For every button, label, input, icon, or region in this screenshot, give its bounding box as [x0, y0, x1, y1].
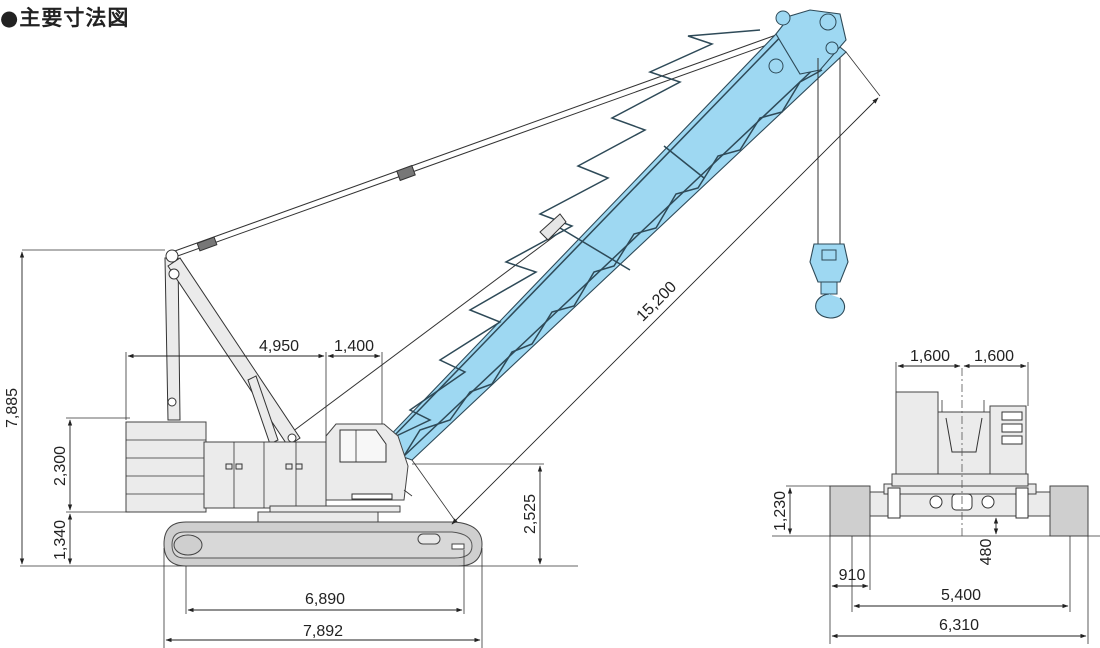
dim-track-length: 7,892	[303, 623, 343, 640]
right-crawler	[1049, 485, 1089, 537]
carbody	[869, 483, 1051, 519]
page-title: ●主要寸法図	[0, 6, 130, 30]
dim-boom-foot-offset: 1,400	[334, 338, 374, 355]
dim-half-width-right: 1,600	[974, 348, 1014, 365]
dim-lower-height: 1,340	[52, 520, 69, 560]
hook-block	[809, 58, 849, 319]
rear-view: 1,600 1,600 1,230 480 910 5,400 6,310	[772, 348, 1100, 644]
gantry	[164, 249, 301, 447]
dim-tail-to-boom-foot: 4,950	[259, 338, 299, 355]
rear-dimensions: 1,600 1,600 1,230 480 910 5,400 6,310	[772, 348, 1089, 644]
dim-boom-length: 15,200	[634, 278, 681, 325]
dim-ground-clearance: 480	[978, 539, 995, 566]
dim-track-gauge: 5,400	[941, 587, 981, 604]
dim-boom-foot-height: 2,525	[522, 494, 539, 534]
dim-half-width-left: 1,600	[910, 348, 950, 365]
side-view: 7,885 2,300 1,340 2,525 4,950 1,400 15,2…	[4, 9, 881, 648]
upper-structure-rear	[891, 391, 1029, 487]
upper-structure	[125, 421, 413, 513]
crawler-track	[163, 511, 483, 567]
dim-overall-height: 7,885	[4, 388, 21, 428]
lattice-boom	[377, 9, 847, 461]
dim-upper-height: 2,300	[52, 446, 69, 486]
dim-shoe-width: 910	[839, 567, 866, 584]
dim-counterweight-clearance: 1,230	[772, 491, 789, 531]
left-crawler	[829, 485, 871, 537]
dim-tumbler-distance: 6,890	[305, 591, 345, 608]
dim-overall-width: 6,310	[939, 617, 979, 634]
